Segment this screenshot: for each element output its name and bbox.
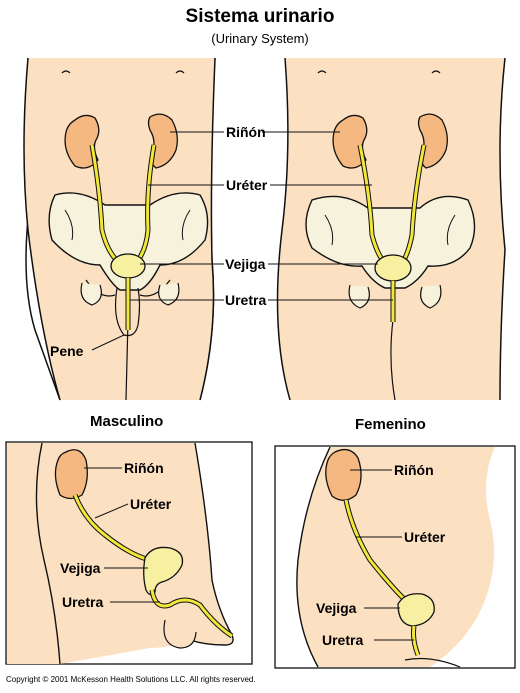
copyright-notice: Copyright © 2001 McKesson Health Solutio…: [6, 675, 256, 684]
label-bladder-female: Vejiga: [316, 600, 357, 616]
label-urethra-front: Uretra: [225, 292, 267, 308]
female-side-panel: [274, 445, 516, 669]
diagram-title: Sistema urinario: [185, 6, 335, 27]
female-front-organs: [332, 113, 448, 322]
label-ureter-front: Uréter: [226, 177, 268, 193]
label-kidney-female: Riñón: [394, 462, 434, 478]
label-kidney-front: Riñón: [226, 124, 266, 140]
diagram-subtitle: (Urinary System): [211, 31, 309, 46]
label-kidney-male: Riñón: [124, 460, 164, 476]
label-bladder-male: Vejiga: [60, 560, 101, 576]
label-urethra-male: Uretra: [62, 594, 104, 610]
label-urethra-female: Uretra: [322, 632, 364, 648]
front-leader-lines: [91, 131, 393, 351]
male-side-panel: [5, 441, 253, 665]
female-pelvis: [305, 195, 476, 309]
label-penis-front: Pene: [50, 343, 84, 359]
section-male: Masculino: [90, 413, 164, 430]
label-ureter-male: Uréter: [130, 496, 172, 512]
section-female: Femenino: [355, 416, 426, 433]
label-ureter-female: Uréter: [404, 529, 446, 545]
label-bladder-front: Vejiga: [225, 256, 266, 272]
male-front-organs: [64, 113, 178, 337]
